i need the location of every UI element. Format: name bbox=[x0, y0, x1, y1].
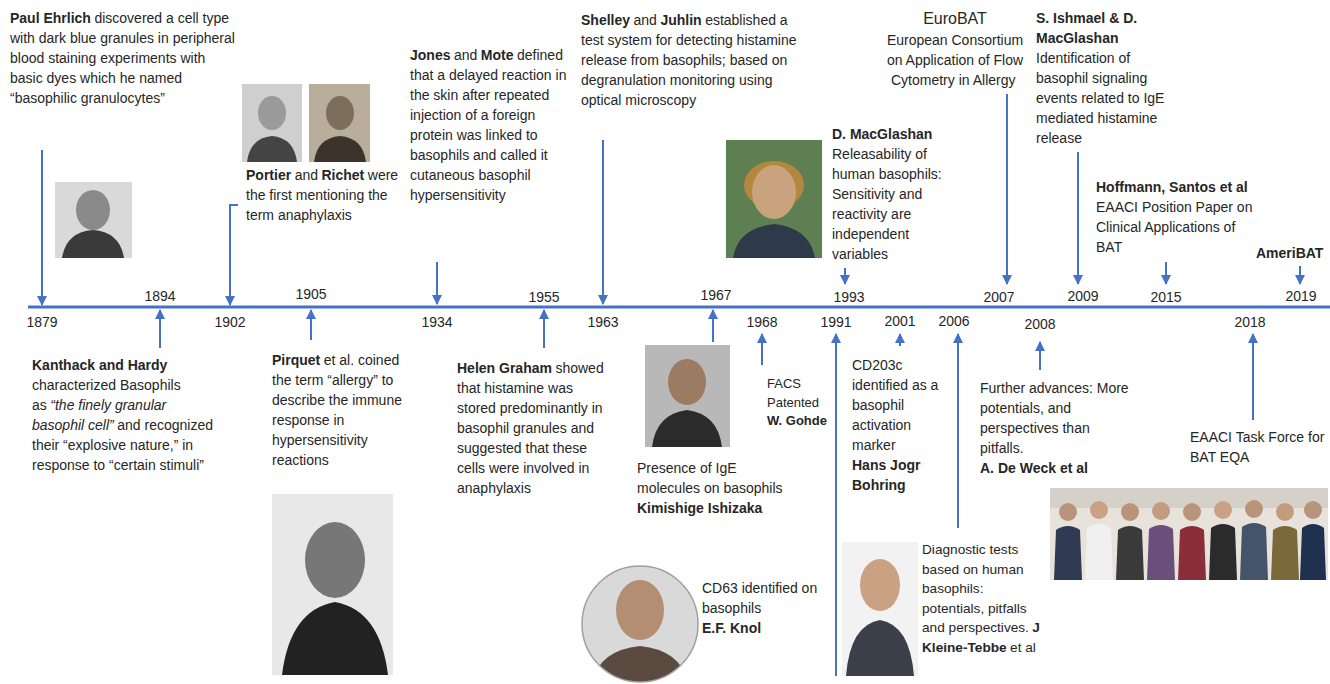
event-text: JonesandMotedefined that a delayed react… bbox=[410, 45, 578, 205]
portrait-photo bbox=[726, 140, 822, 258]
event-description: CD203c identified as a basophil activati… bbox=[852, 357, 938, 453]
event-description: showed that histamine was stored predomi… bbox=[457, 360, 604, 496]
year-label: 2015 bbox=[1150, 289, 1181, 305]
person-name: Shelley bbox=[581, 12, 630, 28]
person-name: Pirquet bbox=[272, 352, 320, 368]
event-description: and bbox=[454, 47, 477, 63]
event-text: D. MacGlashanReleasability of human baso… bbox=[832, 124, 957, 264]
event-description: CD63 identified on basophils bbox=[702, 580, 817, 616]
portrait-photo bbox=[582, 566, 698, 682]
event-description: et al bbox=[1010, 640, 1036, 655]
person-name: A. De Weck et al bbox=[980, 458, 1130, 478]
portrait-photo bbox=[55, 182, 132, 258]
portrait-photo bbox=[272, 494, 393, 675]
event-description: Diagnostic tests based on human basophil… bbox=[922, 542, 1029, 635]
event-text: PortierandRichetwere the first mentionin… bbox=[246, 165, 406, 225]
year-label: 1905 bbox=[295, 286, 326, 302]
year-label: 1902 bbox=[214, 314, 245, 330]
year-label: 1894 bbox=[144, 288, 175, 304]
person-name: Jones bbox=[410, 47, 450, 63]
event-description: Identification of basophil signaling eve… bbox=[1036, 50, 1164, 146]
year-label: 1963 bbox=[587, 314, 618, 330]
event-description: and bbox=[634, 12, 657, 28]
person-name: Kanthack and Hardy bbox=[32, 355, 222, 375]
year-label: 1934 bbox=[421, 314, 452, 330]
event-text: Diagnostic tests based on human basophil… bbox=[922, 540, 1042, 657]
person-name: Hans Jogr Bohring bbox=[852, 455, 952, 495]
year-label: 1967 bbox=[700, 287, 731, 303]
event-text: CD203c identified as a basophil activati… bbox=[852, 355, 952, 495]
year-label: 2007 bbox=[983, 289, 1014, 305]
timeline-axis bbox=[28, 306, 1330, 309]
event-description: Presence of IgE molecules on basophils bbox=[637, 460, 783, 496]
event-text: Pirquetet al. coined the term “allergy” … bbox=[272, 350, 417, 470]
person-name: W. Gohde bbox=[767, 412, 831, 431]
year-label: 1955 bbox=[528, 289, 559, 305]
event-description: European Consortium on Application of Fl… bbox=[887, 32, 1023, 88]
person-name: Hoffmann, Santos et al bbox=[1096, 177, 1266, 197]
person-name: Richet bbox=[321, 167, 364, 183]
event-text: Paul Ehrlichdiscovered a cell type with … bbox=[10, 8, 238, 108]
event-text: AmeriBAT bbox=[1256, 243, 1328, 263]
person-name: Kimishige Ishizaka bbox=[637, 498, 787, 518]
year-label: 1879 bbox=[26, 314, 57, 330]
event-description: defined that a delayed reaction in the s… bbox=[410, 47, 566, 203]
event-heading: EuroBAT bbox=[880, 8, 1030, 30]
person-name: Helen Graham bbox=[457, 360, 552, 376]
person-name: Paul Ehrlich bbox=[10, 10, 91, 26]
event-description: and bbox=[295, 167, 318, 183]
event-description: EAACI Position Paper on Clinical Applica… bbox=[1096, 199, 1252, 255]
year-label: 1991 bbox=[820, 314, 851, 330]
person-name: Portier bbox=[246, 167, 291, 183]
portrait-photo bbox=[242, 84, 302, 162]
event-description: Further advances: More potentials, and p… bbox=[980, 380, 1129, 456]
portrait-photo bbox=[645, 345, 730, 447]
person-name: Mote bbox=[481, 47, 514, 63]
event-text: EAACI Task Force for BAT EQA bbox=[1190, 427, 1326, 467]
year-label: 1993 bbox=[833, 289, 864, 305]
event-description: et al. coined the term “allergy” to desc… bbox=[272, 352, 402, 468]
year-label: 2019 bbox=[1285, 288, 1316, 304]
portrait-photo bbox=[309, 84, 370, 162]
event-text: Hoffmann, Santos et alEAACI Position Pap… bbox=[1096, 177, 1266, 257]
person-name: D. MacGlashan bbox=[832, 124, 957, 144]
event-description: FACS Patented bbox=[767, 376, 819, 410]
person-name: Juhlin bbox=[660, 12, 701, 28]
event-description: EAACI Task Force for BAT EQA bbox=[1190, 429, 1324, 465]
event-text: Presence of IgE molecules on basophilsKi… bbox=[637, 458, 787, 518]
portrait-photo bbox=[842, 542, 918, 676]
event-text: S. Ishmael & D. MacGlashanIdentification… bbox=[1036, 8, 1176, 148]
year-label: 2009 bbox=[1067, 288, 1098, 304]
event-text: Helen Grahamshowed that histamine was st… bbox=[457, 358, 607, 498]
event-text: FACS Patented W. Gohde bbox=[767, 375, 831, 431]
person-name: S. Ishmael & D. MacGlashan bbox=[1036, 8, 1176, 48]
event-text: Further advances: More potentials, and p… bbox=[980, 378, 1130, 478]
year-label: 2006 bbox=[938, 313, 969, 329]
event-text: ShelleyandJuhlinestablished a test syste… bbox=[581, 10, 799, 110]
event-text: CD63 identified on basophilsE.F. Knol bbox=[702, 578, 820, 638]
event-description: Releasability of human basophils: Sensit… bbox=[832, 146, 942, 262]
year-label: 2001 bbox=[884, 313, 915, 329]
year-label: 1968 bbox=[746, 314, 777, 330]
person-name: AmeriBAT bbox=[1256, 245, 1323, 261]
event-text: EuroBATEuropean Consortium on Applicatio… bbox=[880, 8, 1030, 90]
event-text: Kanthack and Hardycharacterized Basophil… bbox=[32, 355, 222, 475]
group-photo bbox=[1050, 488, 1328, 580]
year-label: 2008 bbox=[1024, 316, 1055, 332]
year-label: 2018 bbox=[1234, 314, 1265, 330]
person-name: E.F. Knol bbox=[702, 618, 820, 638]
